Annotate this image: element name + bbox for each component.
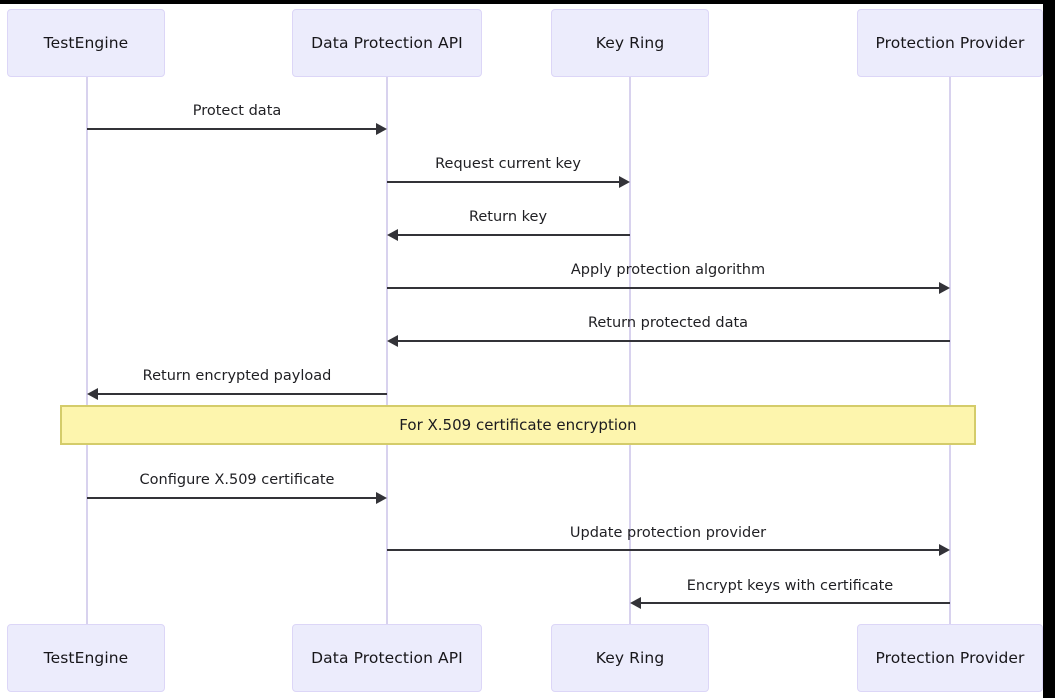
message-line-encrypt-keys-with-certificate <box>641 602 950 604</box>
participant-bottom-protection-provider[interactable]: Protection Provider <box>857 624 1043 692</box>
message-label-apply-protection-algorithm: Apply protection algorithm <box>570 262 766 278</box>
message-line-configure-x509-certificate <box>87 497 376 499</box>
sequence-diagram-canvas: TestEngine Data Protection API Key Ring … <box>0 4 1043 698</box>
message-label-request-current-key: Request current key <box>435 156 581 172</box>
participant-bottom-data-protection-api[interactable]: Data Protection API <box>292 624 482 692</box>
arrowhead-right-icon <box>939 544 950 556</box>
message-label-return-key: Return key <box>468 209 548 225</box>
arrowhead-right-icon <box>376 492 387 504</box>
message-label-configure-x509-certificate: Configure X.509 certificate <box>139 472 335 488</box>
participant-label: Data Protection API <box>311 34 463 52</box>
participant-label: Protection Provider <box>875 34 1025 52</box>
message-label-encrypt-keys-with-certificate: Encrypt keys with certificate <box>686 578 894 594</box>
lifeline-protection-provider <box>949 77 951 625</box>
arrowhead-right-icon <box>619 176 630 188</box>
message-label-return-encrypted-payload: Return encrypted payload <box>142 368 332 384</box>
message-label-update-protection-provider: Update protection provider <box>569 525 767 541</box>
message-line-return-encrypted-payload <box>98 393 387 395</box>
message-line-update-protection-provider <box>387 549 939 551</box>
note-x509-certificate-encryption: For X.509 certificate encryption <box>60 405 976 445</box>
lifeline-test-engine <box>86 77 88 625</box>
arrowhead-left-icon <box>87 388 98 400</box>
message-label-return-protected-data: Return protected data <box>587 315 749 331</box>
message-line-request-current-key <box>387 181 619 183</box>
participant-label: Key Ring <box>595 649 665 667</box>
participant-label: TestEngine <box>43 649 129 667</box>
message-line-protect-data <box>87 128 376 130</box>
participant-label: Data Protection API <box>311 649 463 667</box>
participant-label: Protection Provider <box>875 649 1025 667</box>
arrowhead-left-icon <box>630 597 641 609</box>
arrowhead-left-icon <box>387 229 398 241</box>
arrowhead-right-icon <box>939 282 950 294</box>
message-label-protect-data: Protect data <box>192 103 282 119</box>
message-line-apply-protection-algorithm <box>387 287 939 289</box>
participant-top-data-protection-api[interactable]: Data Protection API <box>292 9 482 77</box>
participant-top-test-engine[interactable]: TestEngine <box>7 9 165 77</box>
arrowhead-right-icon <box>376 123 387 135</box>
participant-top-protection-provider[interactable]: Protection Provider <box>857 9 1043 77</box>
message-line-return-key <box>398 234 630 236</box>
message-line-return-protected-data <box>398 340 950 342</box>
participant-label: TestEngine <box>43 34 129 52</box>
lifeline-key-ring <box>629 77 631 625</box>
arrowhead-left-icon <box>387 335 398 347</box>
participant-bottom-key-ring[interactable]: Key Ring <box>551 624 709 692</box>
lifeline-data-protection-api <box>386 77 388 625</box>
note-label: For X.509 certificate encryption <box>399 416 637 434</box>
participant-bottom-test-engine[interactable]: TestEngine <box>7 624 165 692</box>
participant-label: Key Ring <box>595 34 665 52</box>
participant-top-key-ring[interactable]: Key Ring <box>551 9 709 77</box>
